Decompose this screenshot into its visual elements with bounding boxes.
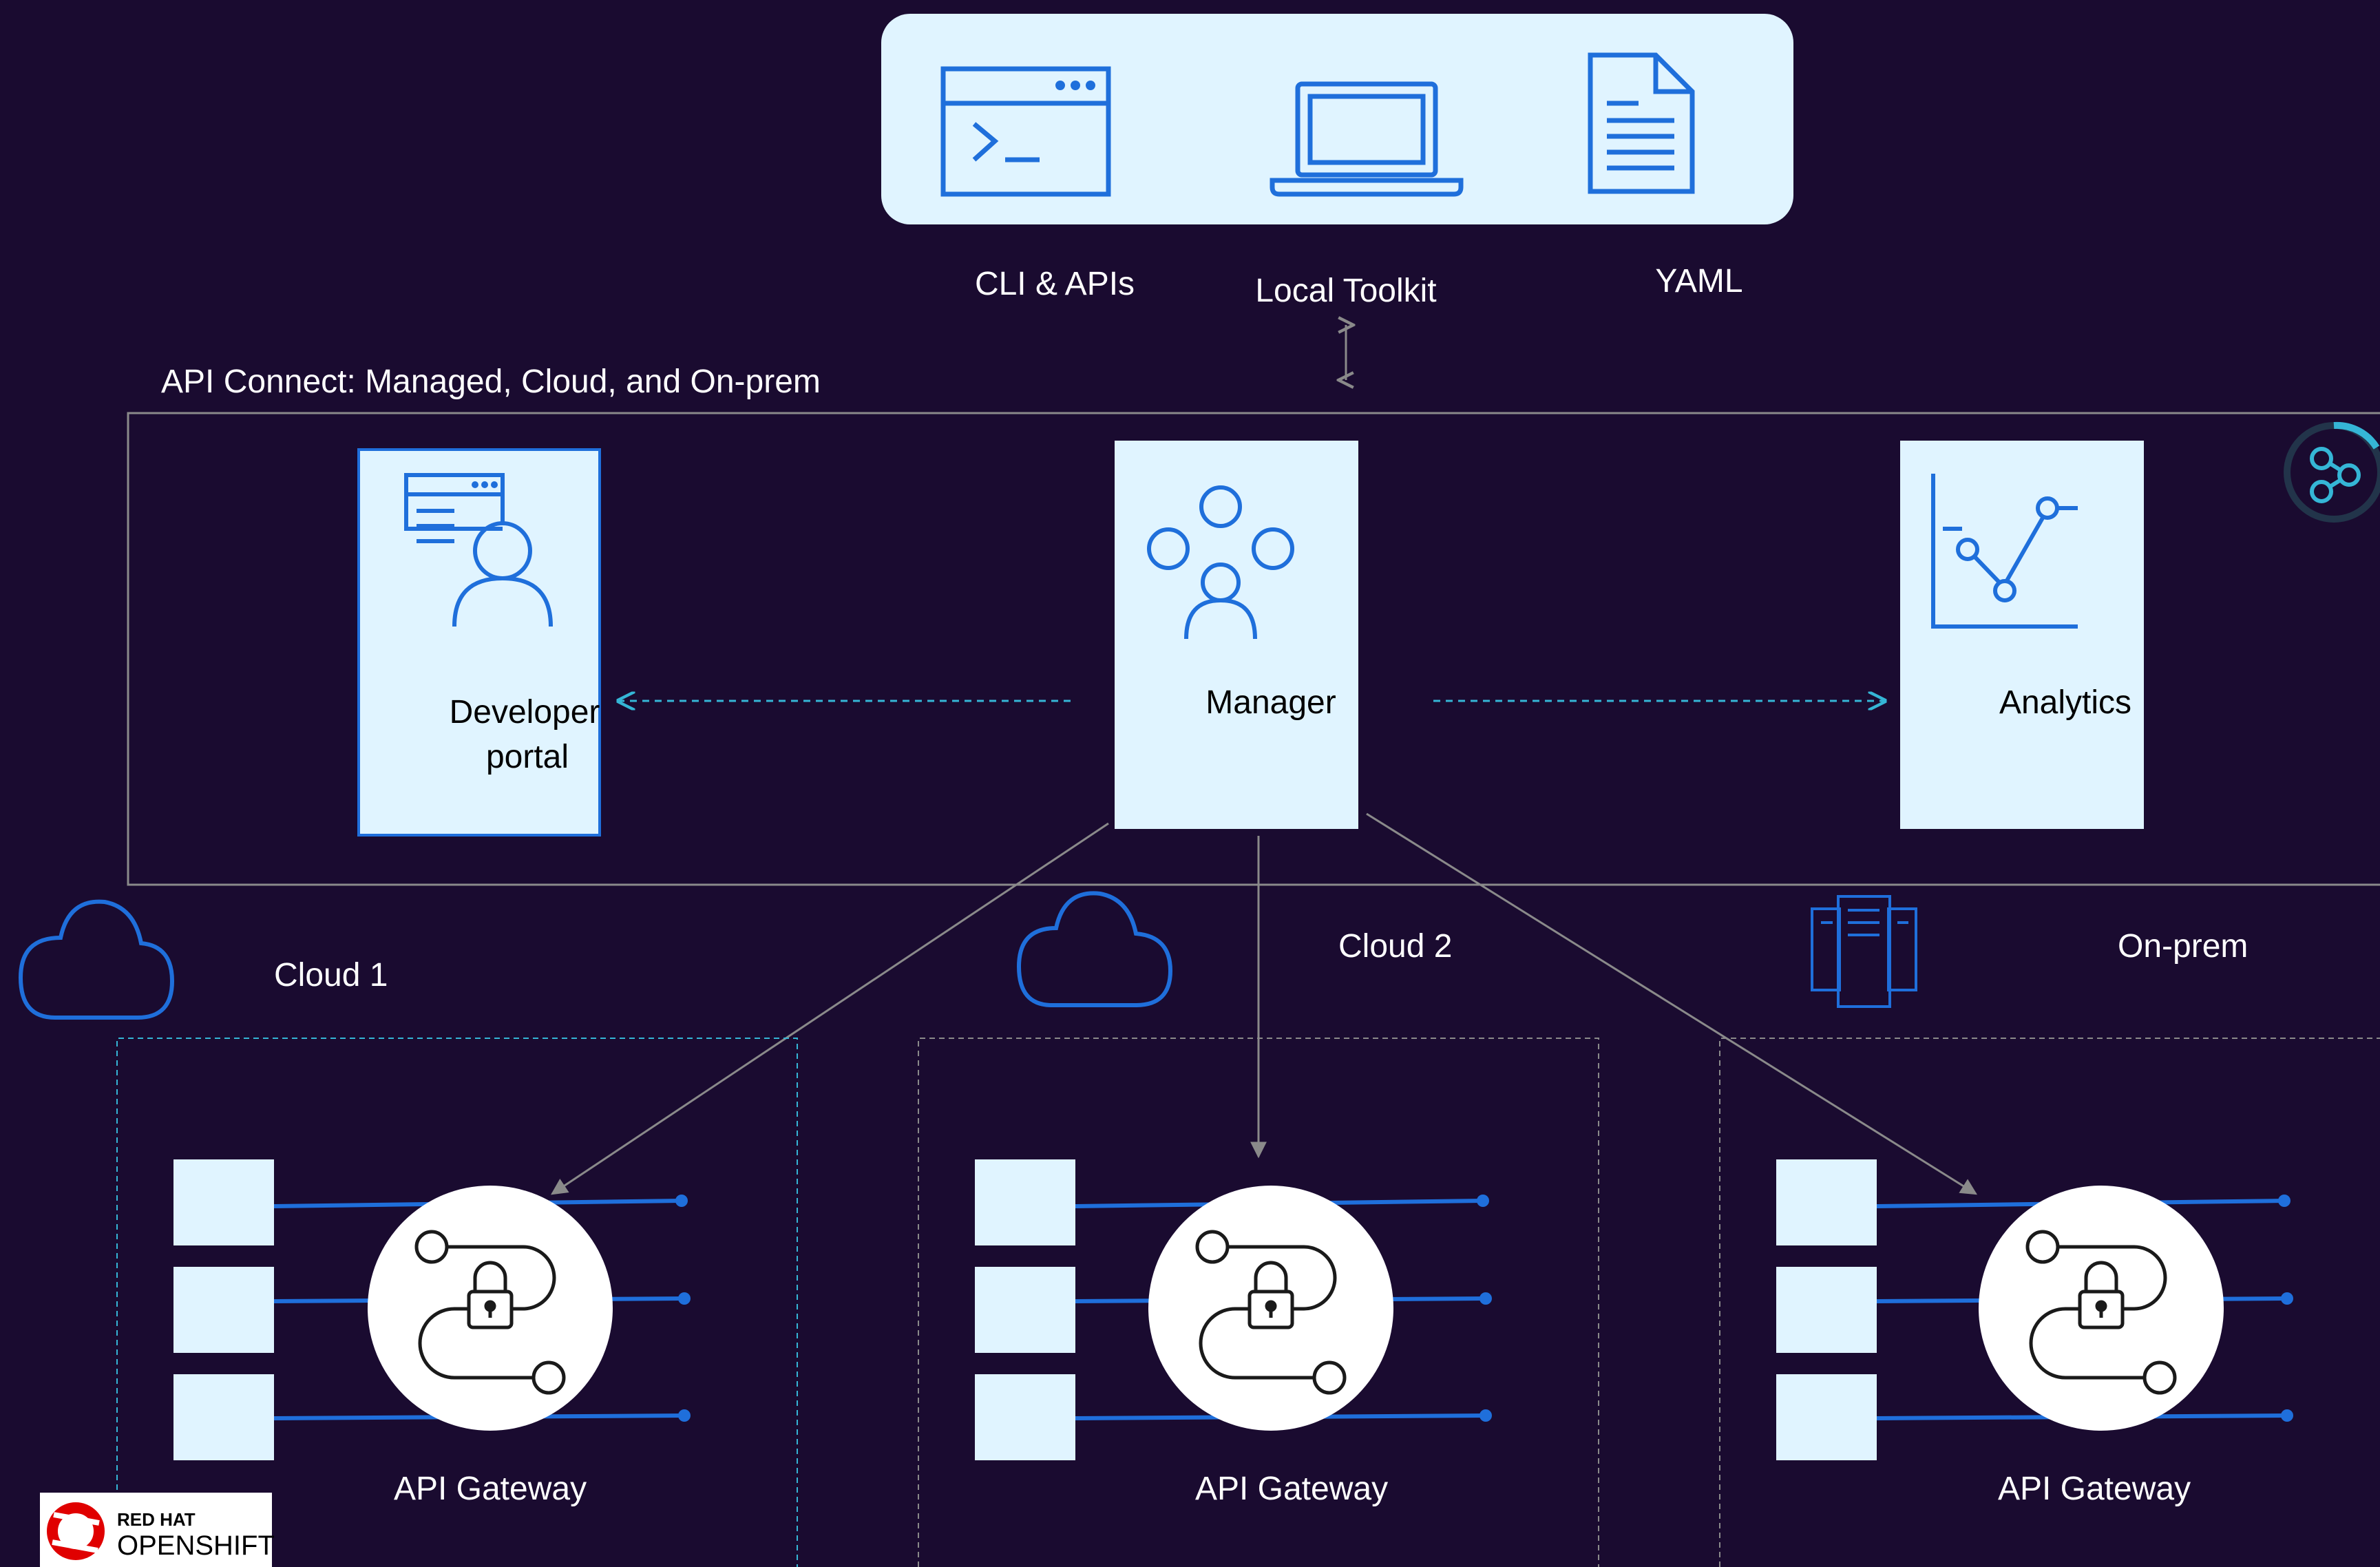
connector-onprem: [1366, 812, 1978, 1195]
cloud-icon-1: [18, 899, 175, 1020]
laptop-icon: [1270, 81, 1464, 197]
gateway-region-1: [116, 1038, 798, 1567]
gateway-group-2: API Gateway: [975, 1159, 1492, 1507]
connector-cloud1: [551, 822, 1109, 1195]
gateway-label-2: API Gateway: [1195, 1471, 1388, 1507]
gateway-region-2: [918, 1038, 1599, 1567]
env-label-cloud1: Cloud 1: [274, 957, 388, 993]
service-box: [975, 1159, 1075, 1245]
gateway-label-1: API Gateway: [394, 1471, 587, 1507]
manager-people-icon: [1147, 485, 1294, 640]
gateway-group-3: API Gateway: [1776, 1159, 2293, 1507]
terminal-dots: [1055, 81, 1095, 90]
service-box: [1776, 1267, 1877, 1353]
platform-title: API Connect: Managed, Cloud, and On-prem: [161, 364, 821, 400]
network-badge-icon: [2284, 421, 2380, 523]
service-box: [173, 1374, 274, 1460]
tool-label-yaml: YAML: [1655, 263, 1742, 299]
developer-portal-box: [357, 448, 601, 837]
platform-frame: [127, 412, 2380, 886]
service-box: [975, 1374, 1075, 1460]
env-label-cloud2: Cloud 2: [1338, 928, 1452, 965]
manager-box: [1115, 441, 1358, 829]
env-label-onprem: On-prem: [2118, 928, 2248, 965]
developer-portal-icon: [404, 473, 553, 627]
terminal-icon: [940, 66, 1111, 197]
service-box: [1776, 1374, 1877, 1460]
gateway-region-3: [1719, 1038, 2380, 1567]
gateway-group-1: API Gateway: [173, 1159, 691, 1507]
service-box: [1776, 1159, 1877, 1245]
gateway-lock-flow-icon: [414, 1230, 566, 1395]
gateway-lock-flow-icon: [1195, 1230, 1347, 1395]
analytics-chart-icon: [1931, 474, 2078, 629]
server-icon: [1811, 895, 1917, 1008]
logo-line2: OPENSHIFT: [117, 1531, 275, 1561]
developer-portal-label: Developer: [450, 694, 600, 730]
service-box: [173, 1159, 274, 1245]
analytics-box: [1900, 441, 2144, 829]
portal-dots: [472, 481, 498, 488]
developer-portal-label-2: portal: [486, 739, 569, 775]
service-box: [173, 1267, 274, 1353]
openshift-ring-icon: [47, 1502, 105, 1560]
gateway-label-3: API Gateway: [1998, 1471, 2191, 1507]
logo-line1: RED HAT: [117, 1509, 196, 1530]
tool-label-toolkit: Local Toolkit: [1255, 273, 1436, 309]
cloud-icon-2: [1016, 891, 1173, 1007]
openshift-logo: RED HAT OPENSHIFT: [40, 1493, 275, 1567]
document-icon: [1588, 52, 1695, 194]
tool-label-cli: CLI & APIs: [975, 266, 1135, 302]
analytics-label: Analytics: [1999, 684, 2131, 721]
service-box: [975, 1267, 1075, 1353]
gateway-lock-flow-icon: [2025, 1230, 2177, 1395]
manager-label: Manager: [1205, 684, 1336, 721]
